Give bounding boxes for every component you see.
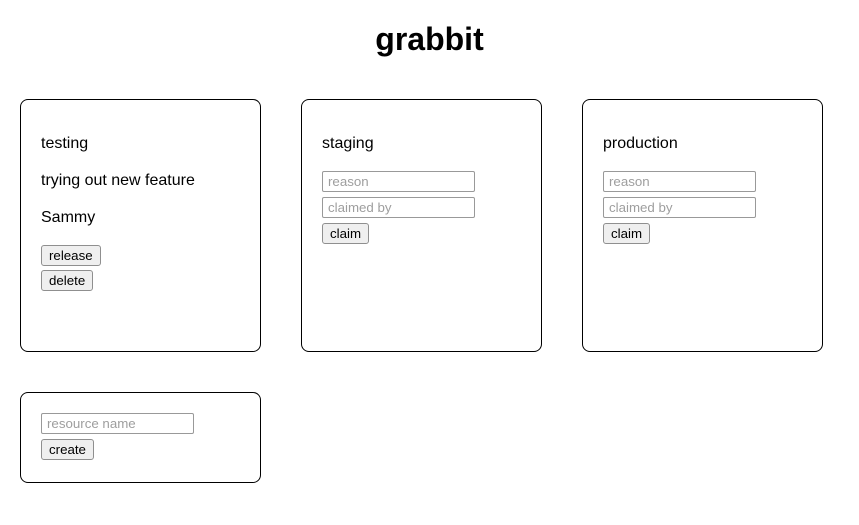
card-actions: release delete bbox=[41, 245, 240, 291]
resource-name-label: staging bbox=[322, 135, 374, 152]
create-button[interactable]: create bbox=[41, 439, 94, 460]
resource-name-input[interactable] bbox=[41, 413, 194, 434]
resource-name-label: production bbox=[603, 135, 678, 152]
claim-form: claim bbox=[322, 171, 521, 244]
claim-button-row: claim bbox=[322, 223, 521, 244]
create-button-row: create bbox=[41, 439, 240, 460]
claim-button-row: claim bbox=[603, 223, 802, 244]
resource-card-testing: testing trying out new feature Sammy rel… bbox=[20, 99, 261, 352]
claimed-by-field-row bbox=[603, 197, 802, 218]
release-button[interactable]: release bbox=[41, 245, 101, 266]
create-resource-card: create bbox=[20, 392, 261, 483]
claimed-by-input[interactable] bbox=[322, 197, 475, 218]
claimed-by-field-row bbox=[322, 197, 521, 218]
resource-card-production: production claim bbox=[582, 99, 823, 352]
reason-input[interactable] bbox=[603, 171, 756, 192]
claim-reason-text: trying out new feature bbox=[41, 172, 195, 189]
resource-name-field-row bbox=[41, 413, 240, 434]
resource-name-label: testing bbox=[41, 135, 89, 152]
reason-input[interactable] bbox=[322, 171, 475, 192]
reason-field-row bbox=[603, 171, 802, 192]
release-button-row: release bbox=[41, 245, 240, 266]
claim-button[interactable]: claim bbox=[603, 223, 651, 244]
resource-card-staging: staging claim bbox=[301, 99, 542, 352]
page-title: grabbit bbox=[375, 21, 484, 57]
cards-container: testing trying out new feature Sammy rel… bbox=[0, 79, 859, 503]
claimed-by-input[interactable] bbox=[603, 197, 756, 218]
delete-button-row: delete bbox=[41, 270, 240, 291]
claimed-by-text: Sammy bbox=[41, 209, 96, 226]
delete-button[interactable]: delete bbox=[41, 270, 94, 291]
claim-button[interactable]: claim bbox=[322, 223, 370, 244]
claim-form: claim bbox=[603, 171, 802, 244]
reason-field-row bbox=[322, 171, 521, 192]
